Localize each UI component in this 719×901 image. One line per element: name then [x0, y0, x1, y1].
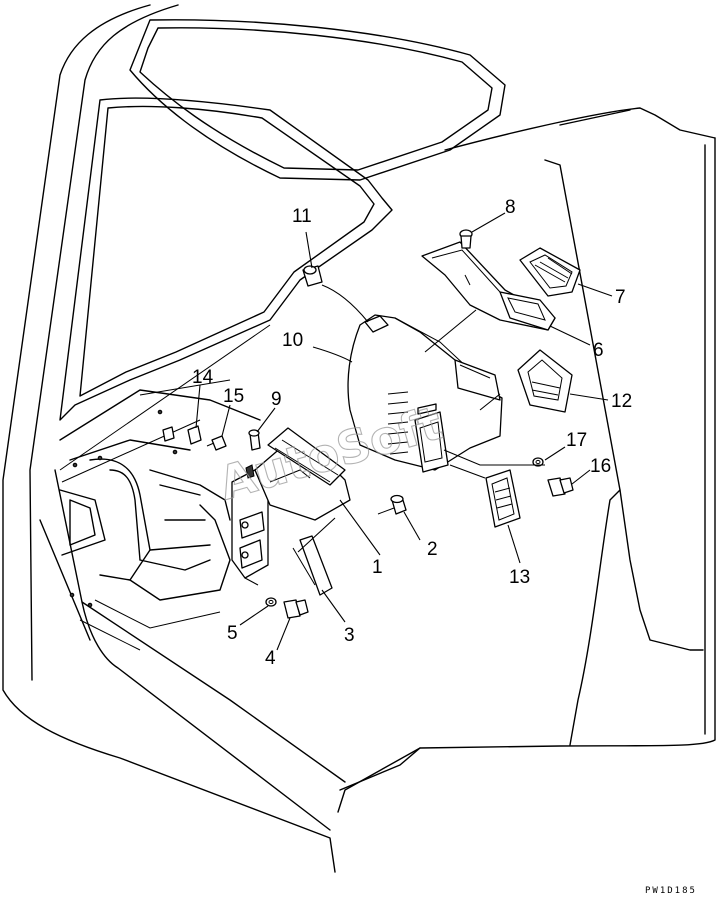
cab-frame: [2, 4, 716, 873]
callout-9: 9: [271, 389, 282, 410]
clip-part-14: [162, 425, 202, 445]
bolt-part-4: [283, 599, 309, 619]
callout-7: 7: [615, 287, 626, 308]
clip-part-8: [459, 229, 473, 249]
callout-13: 13: [509, 567, 530, 588]
callout-10: 10: [282, 330, 303, 351]
duct-part-6: [421, 241, 556, 331]
callout-11: 11: [292, 206, 312, 227]
bolt-part-16: [547, 477, 574, 497]
pin-part-9: [248, 429, 261, 451]
callout-12: 12: [611, 391, 632, 412]
washer-part-17: [532, 457, 544, 467]
callout-1: 1: [372, 557, 383, 578]
callout-4: 4: [265, 648, 276, 669]
callout-17: 17: [566, 430, 587, 451]
washer-part-5: [265, 597, 277, 607]
screw-part-2: [377, 494, 407, 515]
callout-6: 6: [593, 340, 604, 361]
vent-part-13: [485, 469, 521, 528]
callout-16: 16: [590, 456, 611, 477]
clip-part-11: [302, 265, 323, 287]
callouts: 1 2 3 4 5 6 7 8 9 10 11 12 13 14 15 16 1…: [192, 197, 632, 669]
vent-part-7: [519, 247, 581, 297]
vent-part-12: [517, 349, 573, 413]
bracket-assembly-part-1: [231, 427, 351, 596]
callout-2: 2: [427, 539, 438, 560]
callout-14: 14: [192, 367, 214, 388]
callout-15: 15: [223, 386, 244, 407]
duct-cover-part-10: [347, 314, 503, 473]
drawing-code: PW1D185: [645, 886, 697, 896]
callout-8: 8: [505, 197, 516, 218]
leader-lines: [195, 212, 613, 651]
screw-part-15: [206, 435, 227, 451]
callout-3: 3: [344, 625, 355, 646]
callout-5: 5: [227, 623, 238, 644]
console-base: [59, 389, 261, 651]
